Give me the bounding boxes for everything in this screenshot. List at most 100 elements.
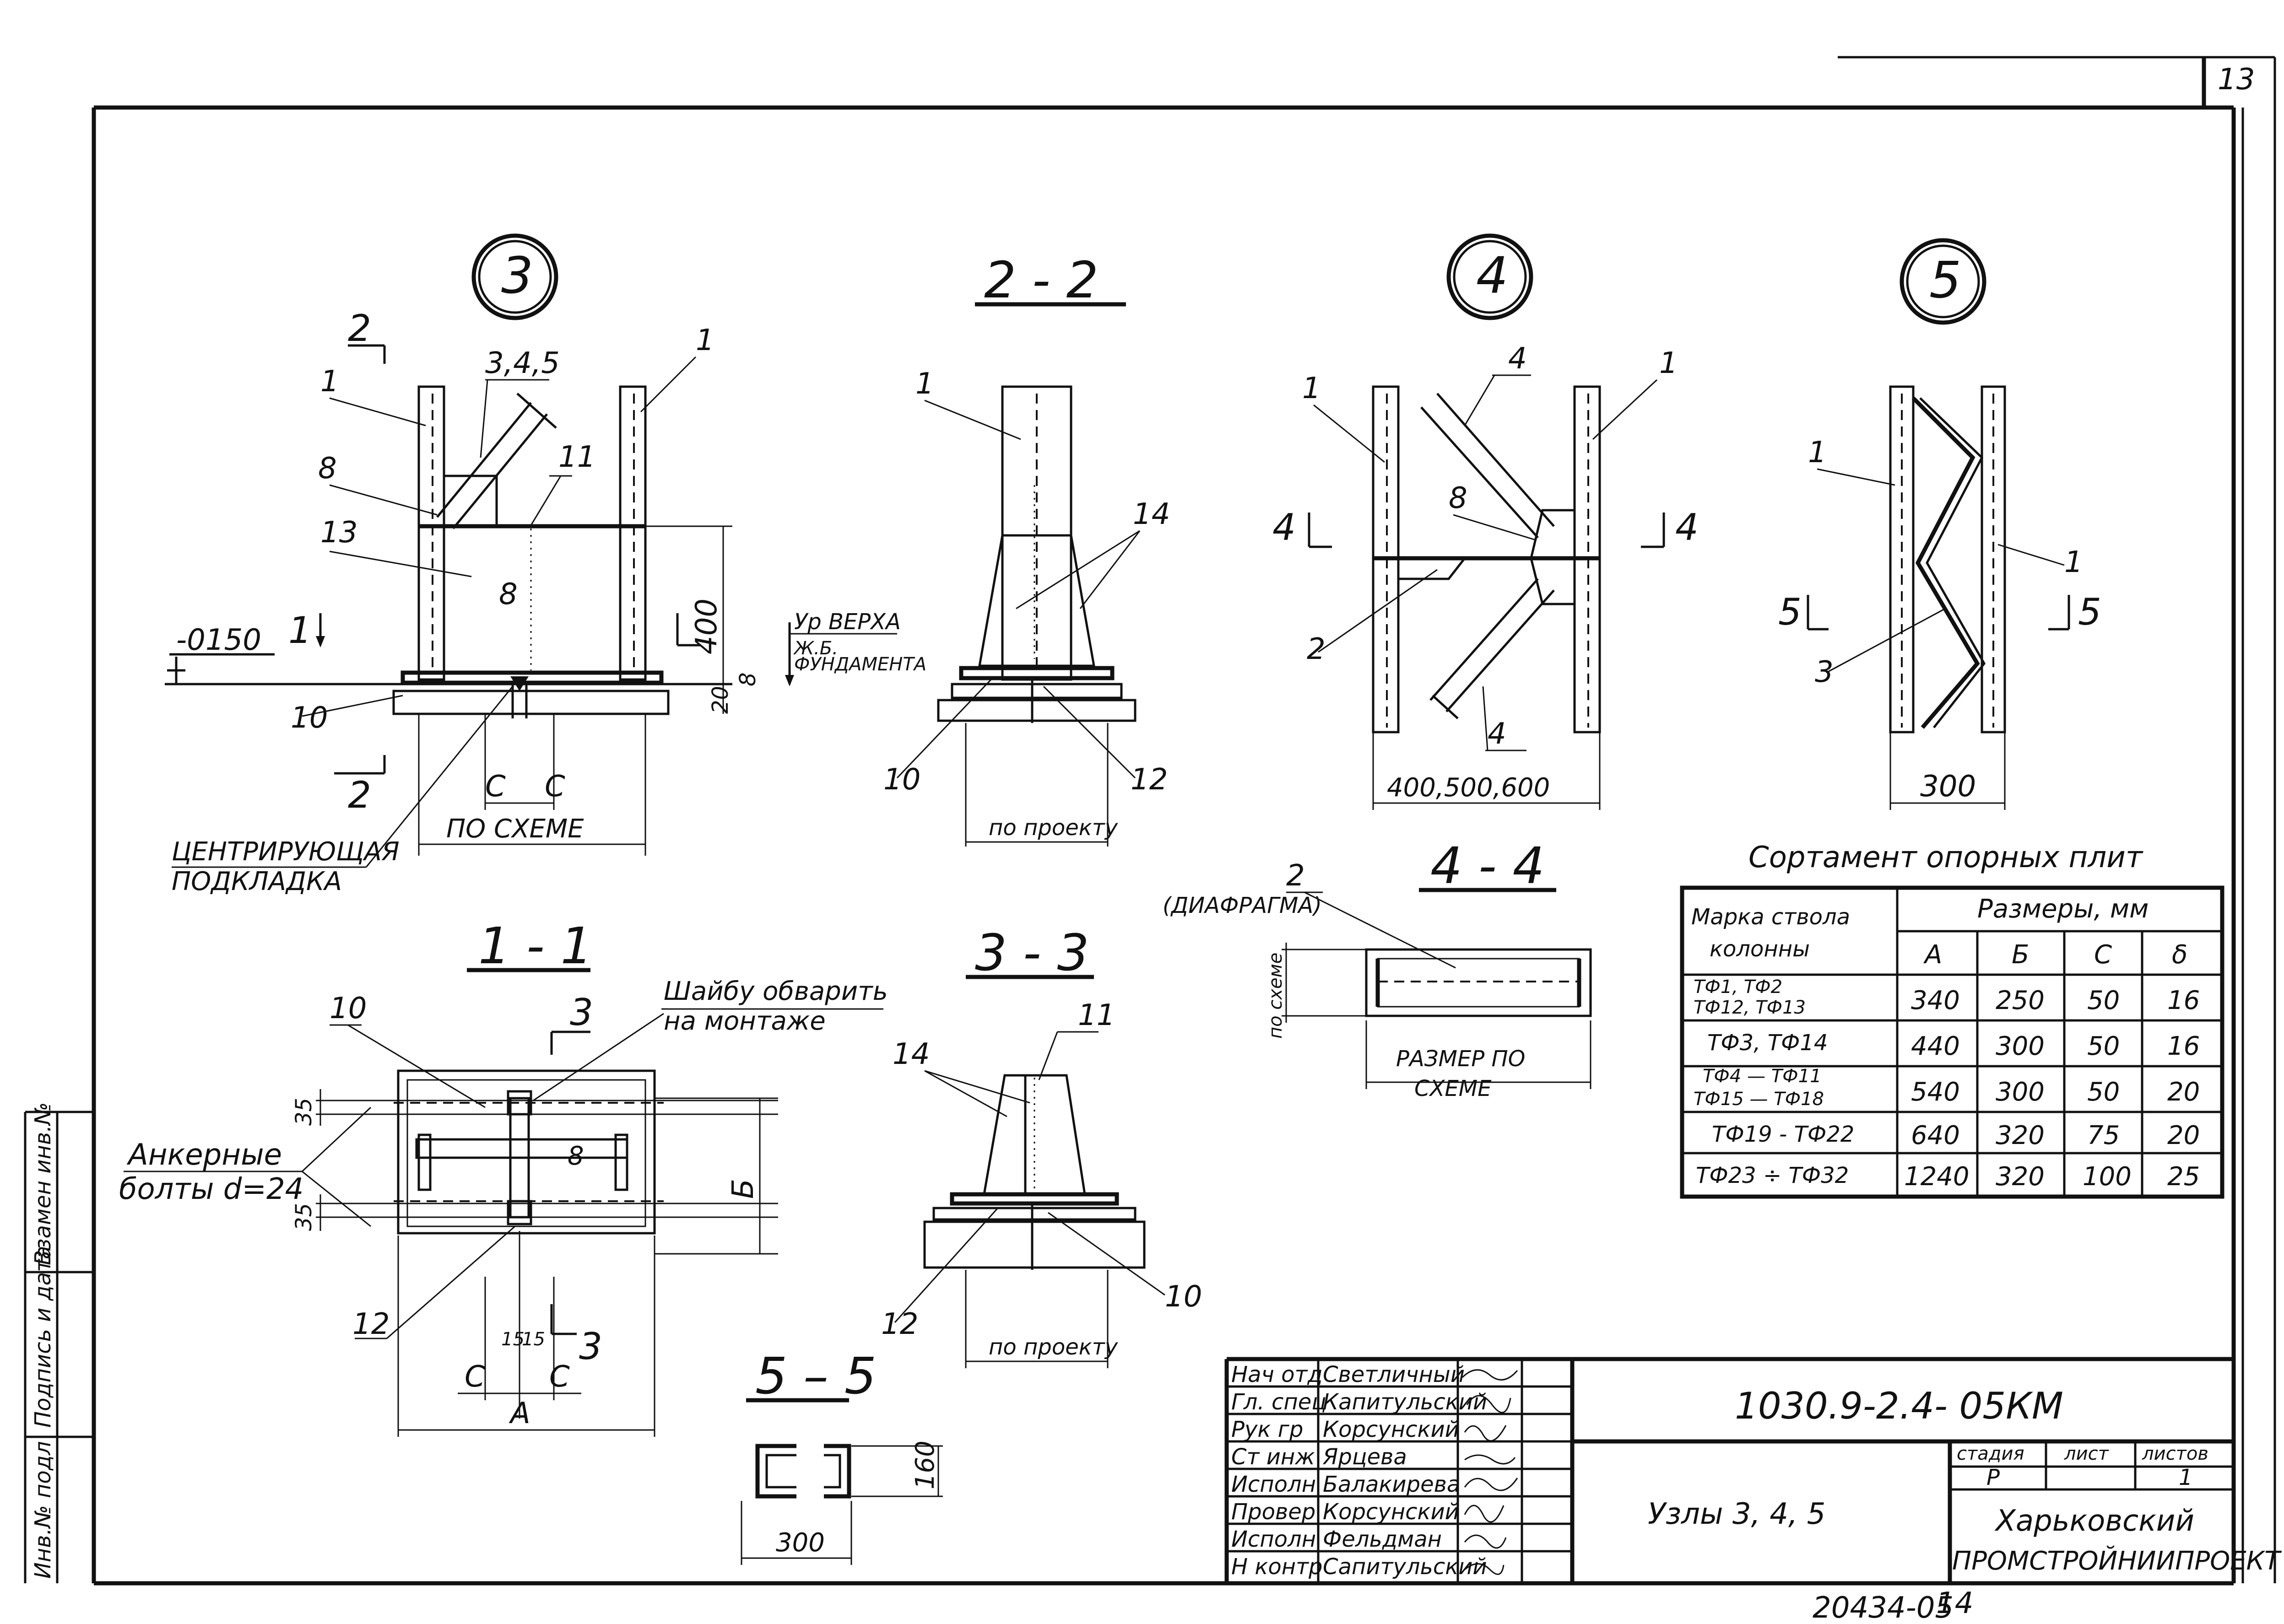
node-5: 5 1 1 3 5 5 300 — [1778, 238, 2101, 810]
node-3-label-345: 3,4,5 — [485, 346, 560, 380]
node-3-centering-2: ПОДКЛАДКА — [172, 867, 342, 896]
section-5-5: 5 – 5 160 300 — [741, 1347, 943, 1565]
table-row-3-a: 540 — [1911, 1077, 1960, 1107]
section-3-3-label-12: 12 — [881, 1307, 918, 1341]
tb-stage: Р — [1986, 1465, 2000, 1490]
page-number: 13 — [2218, 63, 2255, 97]
section-1-1-note-1: Шайбу обварить — [664, 977, 888, 1006]
section-1-1-anchor-2: болты d=24 — [119, 1172, 303, 1206]
table-row-3-d: 20 — [2167, 1077, 2200, 1107]
table-row-1-d: 16 — [2167, 986, 2200, 1015]
section-1-1-cut3-top: 3 — [570, 991, 593, 1034]
tb-role-7: Исполн — [1231, 1527, 1316, 1552]
tb-role-6: Провер — [1231, 1499, 1315, 1525]
node-3-dim-20: 20 — [708, 686, 733, 714]
node-5-label-3: 3 — [1815, 655, 1834, 689]
tb-role-3: Рук гр — [1231, 1417, 1303, 1442]
section-1-1-dim-35a: 35 — [291, 1098, 317, 1126]
tb-role-2: Гл. спец — [1231, 1389, 1326, 1415]
node-3-dim-8: 8 — [735, 672, 761, 686]
table-row-3-b: 300 — [1996, 1077, 2045, 1107]
bottom-number: 20434-05 — [1813, 1591, 1954, 1624]
node-3: 3 -0150 1 2 2 3,4,5 1 1 8 11 13 8 10 — [165, 233, 926, 896]
node-4-circle — [1446, 233, 1533, 320]
section-1-1-dim-35b: 35 — [291, 1203, 317, 1231]
stamp-col1: Инв.№ подл — [30, 1441, 56, 1579]
table-header-mark-1: Марка ствола — [1691, 904, 1850, 930]
tb-name-4: Ярцева — [1322, 1444, 1407, 1470]
section-3-3-label-11: 11 — [1078, 998, 1115, 1032]
section-1-1-dim-b: Б — [726, 1179, 760, 1199]
tb-role-1: Нач отд — [1231, 1362, 1323, 1387]
table-row-2-b: 300 — [1996, 1031, 2045, 1061]
section-4-4-title: 4 - 4 — [1430, 836, 1545, 895]
tb-sheets: 1 — [2179, 1465, 2193, 1490]
tb-role-4: Ст инж — [1231, 1444, 1315, 1470]
section-1-1-label-12: 12 — [352, 1307, 390, 1341]
table-row-5-c: 100 — [2083, 1162, 2132, 1192]
plate-table: Сортамент опорных плит Марка ствола коло… — [1680, 841, 2224, 1199]
node-3-top-level-1: Ур ВЕРХА — [794, 609, 901, 635]
table-row-1-c: 50 — [2087, 986, 2120, 1015]
section-1-1-cut3-bottom: 3 — [579, 1325, 602, 1368]
section-4-4-size-1: РАЗМЕР ПО — [1396, 1046, 1525, 1072]
stamp-col2: Подпись и дата — [30, 1246, 56, 1428]
section-2-2-po-project: по проекту — [989, 815, 1118, 841]
table-row-2-d: 16 — [2167, 1031, 2200, 1061]
stamp-col3: Взамен инв.№ — [30, 1102, 56, 1265]
table-row-2-a: 440 — [1911, 1031, 1960, 1061]
node-3-label-8: 8 — [318, 452, 337, 486]
section-5-5-dim-160: 160 — [910, 1441, 940, 1489]
tb-role-5: Исполн — [1231, 1472, 1316, 1497]
section-2-2-title: 2 - 2 — [984, 251, 1099, 309]
node-3-cut1-left: 1 — [288, 609, 312, 652]
node-4-label-4a: 4 — [1508, 342, 1527, 376]
node-5-cut-right: 5 — [2078, 591, 2101, 633]
tb-sheet-hdr: лист — [2064, 1443, 2110, 1464]
tb-name-3: Корсунский — [1323, 1417, 1459, 1442]
table-col-c: С — [2094, 940, 2112, 970]
node-3-label-1a: 1 — [320, 365, 339, 399]
tb-code: 1030.9-2.4- 05КМ — [1735, 1385, 2063, 1427]
node-5-cut-left: 5 — [1778, 591, 1802, 633]
node-4-label-1a: 1 — [1302, 372, 1321, 405]
node-4-cut-right: 4 — [1675, 506, 1699, 549]
tb-org-2: ПРОМСТРОЙНИИПРОЕКТ — [1952, 1546, 2282, 1576]
node-5-mark: 5 — [1929, 251, 1961, 309]
table-row-4-mark-1: ТФ19 - ТФ22 — [1712, 1122, 1854, 1147]
node-3-mark: 3 — [501, 246, 533, 305]
section-1-1-dim-c1: C — [465, 1360, 485, 1394]
section-5-5-dim-300: 300 — [776, 1528, 825, 1558]
node-3-centering-1: ЦЕНТРИРУЮЩАЯ — [172, 837, 400, 867]
section-1-1-title: 1 - 1 — [478, 917, 593, 975]
tb-sheets-hdr: листов — [2142, 1443, 2208, 1464]
node-3-section-mark-bottom: 2 — [348, 774, 371, 816]
section-1-1-label-8: 8 — [568, 1141, 584, 1171]
node-5-label-1a: 1 — [1808, 436, 1827, 469]
section-1-1-label-10: 10 — [330, 992, 367, 1025]
tb-name-8: Сапитульский — [1323, 1554, 1487, 1580]
node-5-circle — [1900, 238, 1986, 325]
tb-name-2: Капитульский — [1323, 1389, 1487, 1415]
tb-name-5: Балакирева — [1323, 1472, 1460, 1497]
table-header-mark-2: колонны — [1710, 936, 1810, 962]
node-4-mark: 4 — [1476, 246, 1508, 305]
section-5-5-title: 5 – 5 — [755, 1347, 877, 1405]
node-3-label-10: 10 — [291, 701, 328, 735]
table-row-3-c: 50 — [2087, 1077, 2120, 1107]
section-1-1-dim-a: A — [509, 1397, 530, 1430]
section-3-3: 3 - 3 11 14 12 10 по проекту — [881, 923, 1202, 1368]
section-2-2-label-12: 12 — [1131, 763, 1168, 797]
tb-stage-hdr: стадия — [1957, 1443, 2024, 1464]
table-row-1-a: 340 — [1911, 986, 1960, 1015]
node-3-po-scheme: ПО СХЕМЕ — [446, 814, 584, 844]
section-1-1: 1 - 1 10 8 12 Шайбу обварить на монтаже … — [119, 917, 888, 1437]
node-3-dim-c2: C — [545, 770, 565, 804]
node-3-label-8b: 8 — [499, 577, 518, 611]
node-3-dim-c1: C — [485, 770, 506, 804]
table-row-1-b: 250 — [1996, 986, 2045, 1015]
section-4-4-diaphragm: (ДИАФРАГМА) — [1163, 893, 1322, 918]
section-3-3-title: 3 - 3 — [975, 923, 1089, 982]
table-row-5-b: 320 — [1996, 1162, 2045, 1192]
